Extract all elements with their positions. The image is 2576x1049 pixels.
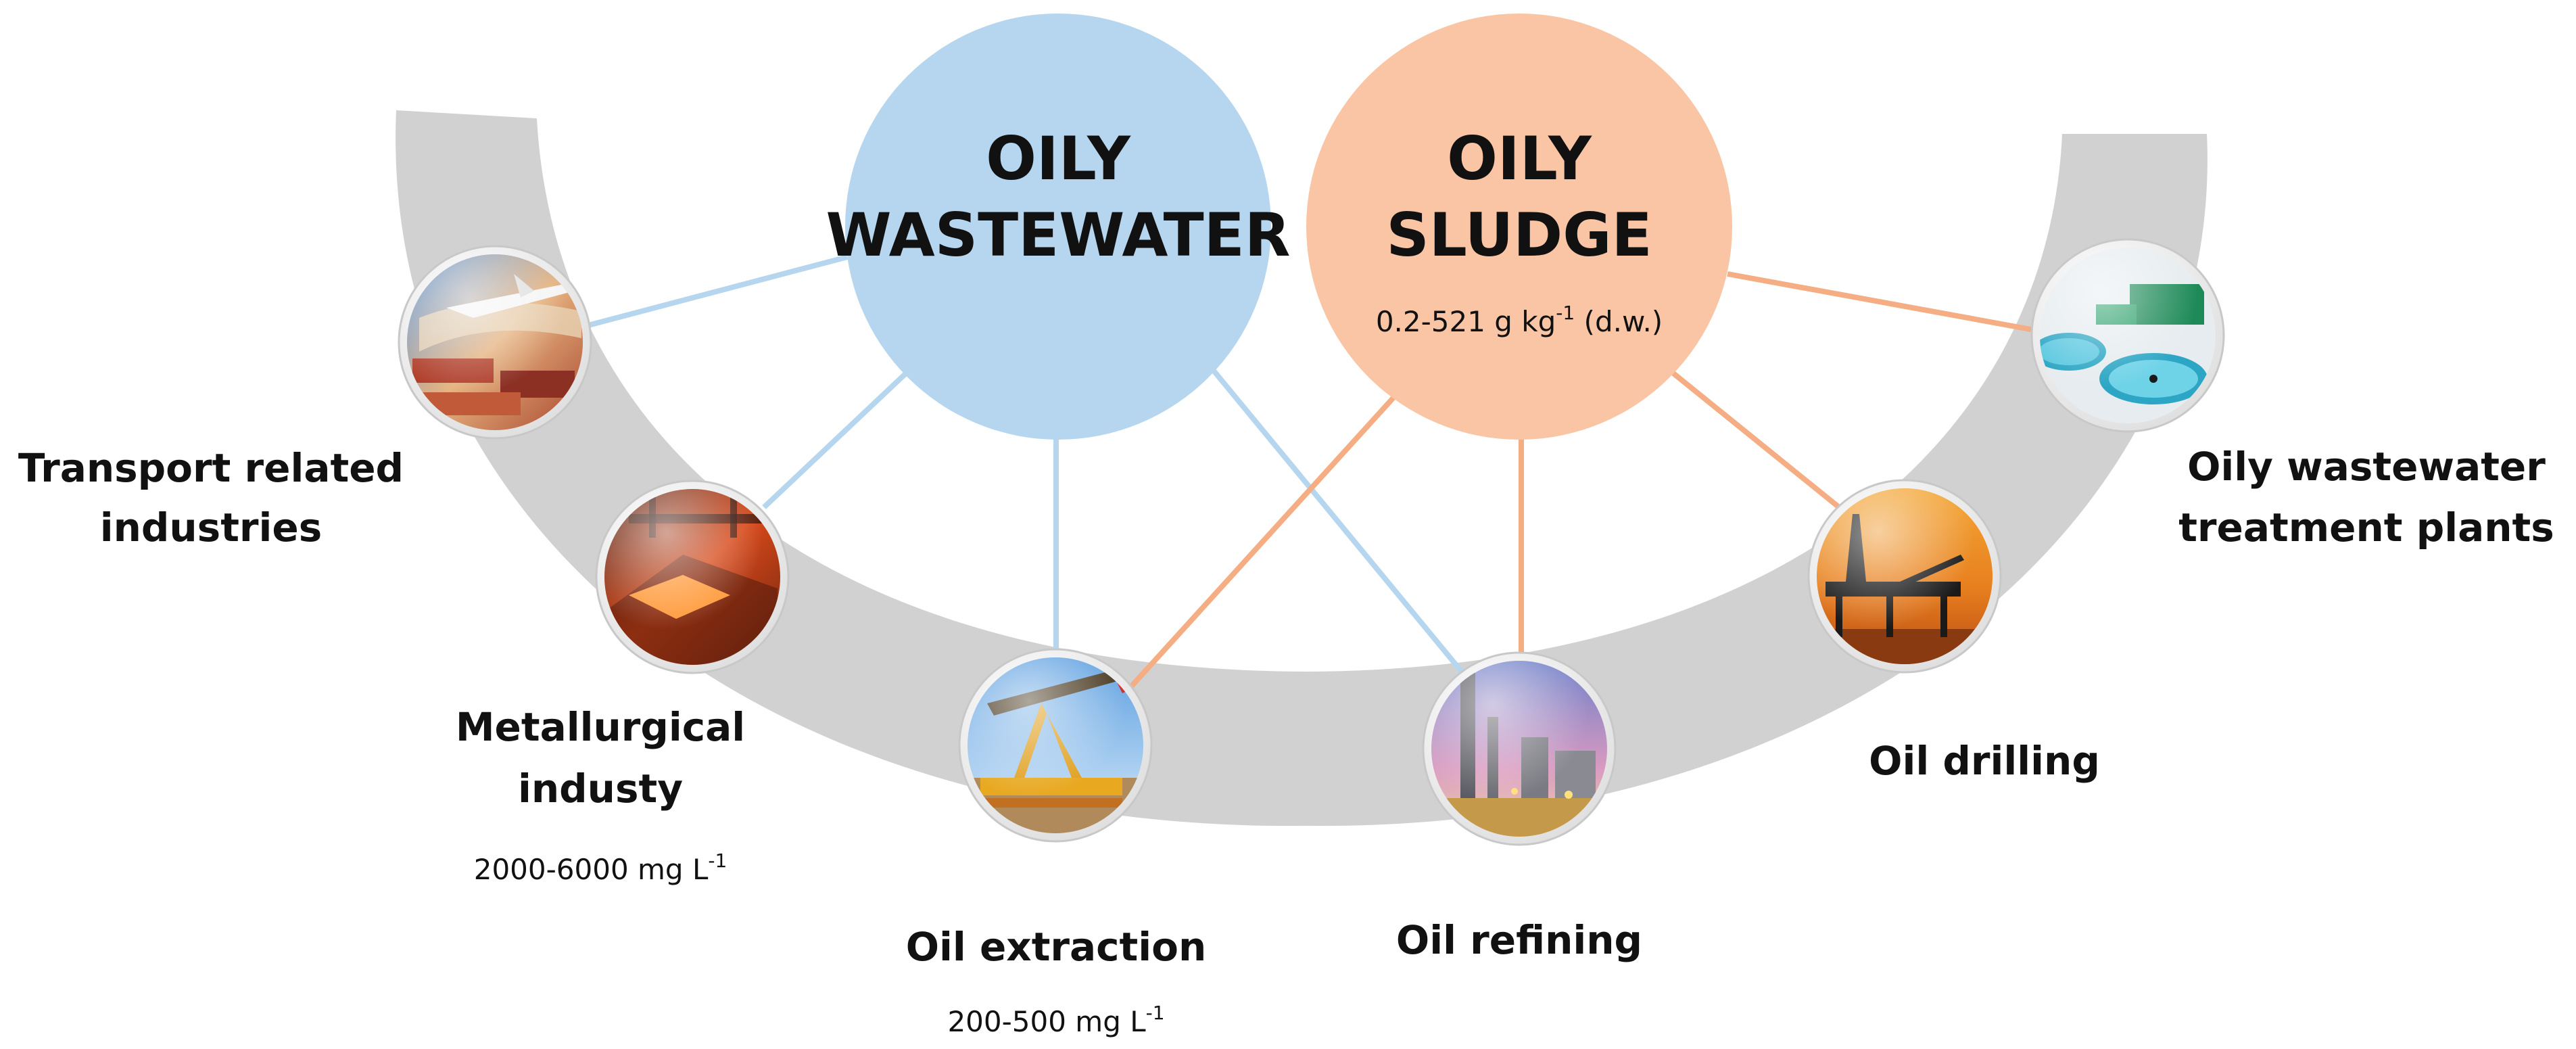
- link-wastewater-transport: [577, 254, 849, 331]
- transport-label-1: Transport related: [18, 445, 404, 491]
- extraction-concentration: 200-500 mg L-1: [947, 1002, 1164, 1038]
- hub-wastewater-title-2: WASTEWATER: [826, 200, 1290, 270]
- sludge-connections: [1123, 271, 2043, 695]
- link-sludge-extraction: [1123, 389, 1402, 695]
- hub-sludge-title-2: SLUDGE: [1386, 200, 1652, 270]
- link-wastewater-metallurgical: [762, 370, 909, 509]
- node-refining: Oil refining: [1396, 651, 1642, 963]
- link-sludge-treatment: [1727, 271, 2043, 334]
- metallurgical-label-2: industy: [518, 766, 683, 812]
- hub-wastewater-circle: [845, 14, 1271, 440]
- hub-oily-wastewater: OILY WASTEWATER: [826, 14, 1291, 440]
- node-treatment: Oily wastewater treatment plants: [2030, 238, 2554, 551]
- drilling-label-1: Oil drilling: [1869, 738, 2100, 784]
- industry-arc-band: [396, 110, 2208, 826]
- transport-label-2: industries: [100, 505, 323, 551]
- extraction-label-1: Oil extraction: [906, 924, 1207, 970]
- hub-oily-sludge: OILY SLUDGE 0.2-521 g kg-1 (d.w.): [1306, 14, 1732, 440]
- hub-sludge-title-1: OILY: [1447, 124, 1592, 193]
- node-drilling: Oil drilling: [1807, 479, 2100, 784]
- treatment-label-1: Oily wastewater: [2187, 444, 2546, 490]
- hub-wastewater-title-1: OILY: [986, 124, 1131, 193]
- link-sludge-drilling: [1671, 371, 1841, 510]
- metallurgical-concentration: 2000-6000 mg L-1: [474, 849, 728, 886]
- refining-label-1: Oil refining: [1396, 917, 1642, 963]
- treatment-label-2: treatment plants: [2178, 505, 2554, 551]
- wastewater-connections: [577, 254, 1470, 680]
- hub-sludge-concentration: 0.2-521 g kg-1 (d.w.): [1376, 302, 1663, 338]
- link-wastewater-refining: [1211, 369, 1470, 680]
- node-metallurgical: Metallurgical industy 2000-6000 mg L-1: [456, 480, 790, 886]
- hub-sludge-circle: [1306, 14, 1732, 440]
- metallurgical-label-1: Metallurgical: [456, 704, 745, 750]
- node-transport: Transport related industries: [18, 245, 592, 551]
